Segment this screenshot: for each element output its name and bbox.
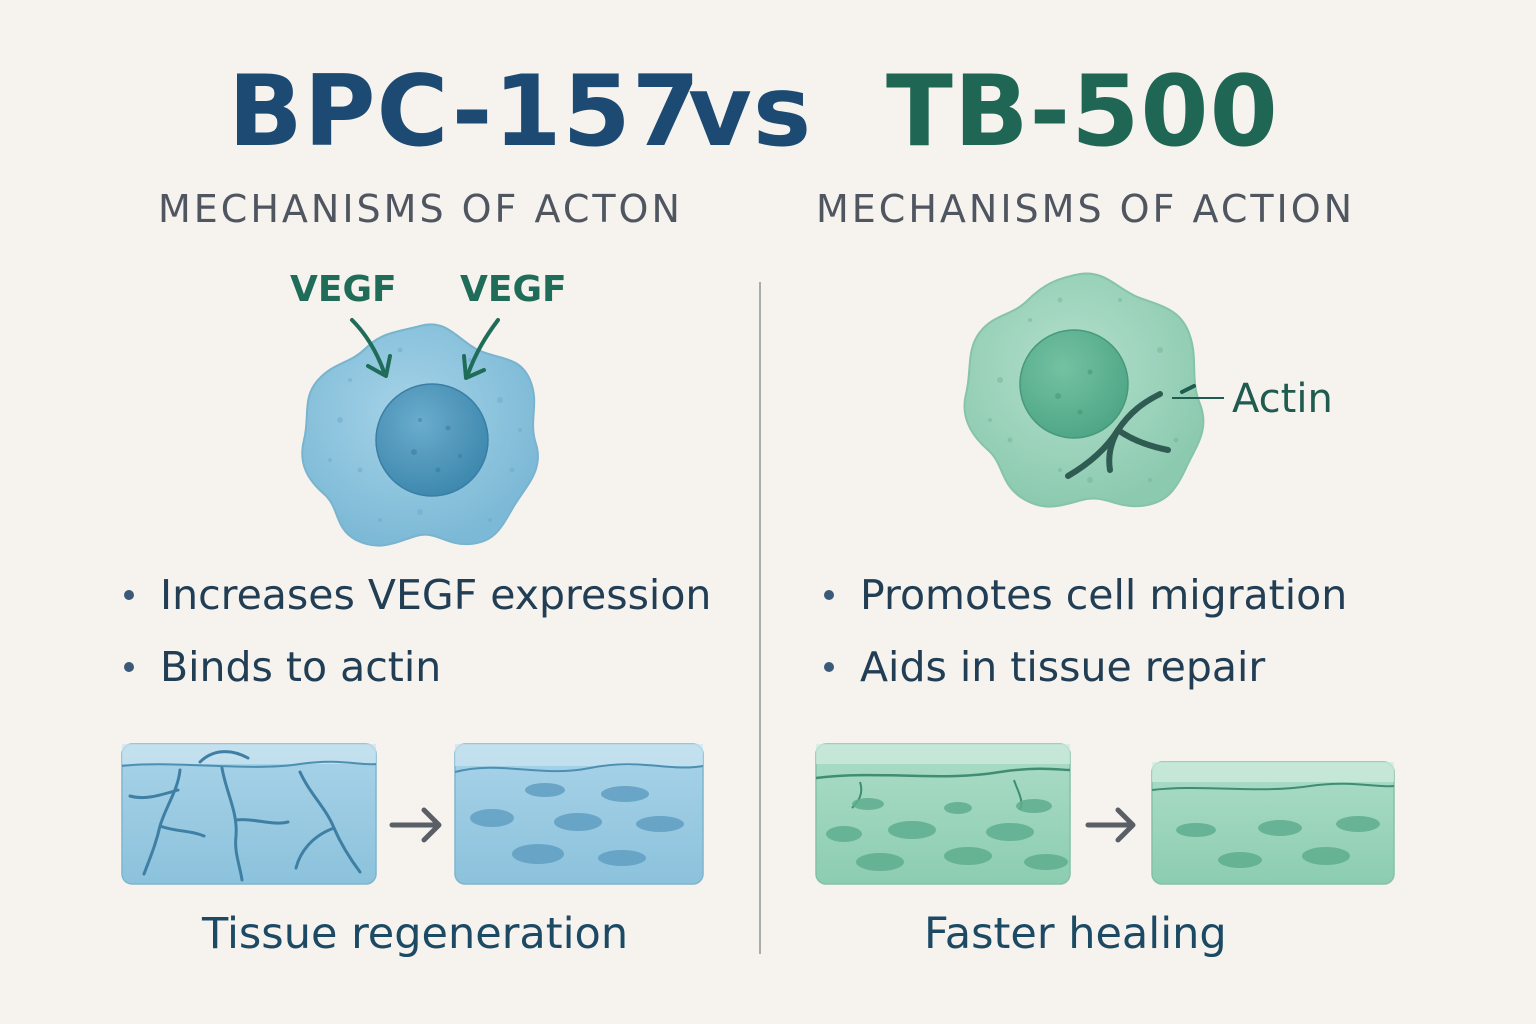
bullet-dot <box>824 590 834 600</box>
bpc157-bullet-1: Increases VEGF expression <box>124 570 712 620</box>
arrow-right-icon <box>389 807 442 843</box>
tb500-caption: Faster healing <box>924 909 1227 959</box>
title-bpc157: BPC-157 <box>228 55 701 169</box>
bullet-dot <box>824 662 834 672</box>
bpc157-cell <box>301 318 539 547</box>
vegf-arrow-left <box>350 318 386 374</box>
tb500-nucleus <box>1019 329 1129 439</box>
damaged-tissue-block <box>121 743 377 885</box>
bullet-dot <box>124 662 134 672</box>
tb500-bullet-1: Promotes cell migration <box>824 570 1348 620</box>
bullet-dot <box>124 590 134 600</box>
tb500-bullet-1-text: Promotes cell migration <box>860 571 1348 619</box>
right-subtitle: MECHANISMS OF ACTION <box>816 187 1356 231</box>
wound-tissue-block <box>815 743 1071 885</box>
regenerated-tissue-block <box>454 743 704 885</box>
tb500-bullet-2: Aids in tissue repair <box>824 642 1266 692</box>
center-divider <box>759 282 761 954</box>
bpc157-nucleus <box>375 383 489 497</box>
bpc157-bullet-2: Binds to actin <box>124 642 442 692</box>
bpc157-caption: Tissue regeneration <box>202 909 629 959</box>
left-subtitle: MECHANISMS OF ACTON <box>158 187 683 231</box>
vegf-label-right: VEGF <box>460 269 567 310</box>
bpc157-bullet-2-text: Binds to actin <box>160 643 442 691</box>
vegf-label-left: VEGF <box>290 269 397 310</box>
actin-label: Actin <box>1232 376 1333 422</box>
title-vs: vs <box>688 55 813 169</box>
healed-tissue-block <box>1151 761 1395 885</box>
tb500-bullet-2-text: Aids in tissue repair <box>860 643 1266 691</box>
actin-filament <box>1065 391 1171 479</box>
title-tb500: TB-500 <box>886 55 1279 169</box>
tb500-cell <box>963 272 1224 508</box>
bpc157-bullet-1-text: Increases VEGF expression <box>160 571 712 619</box>
arrow-right-icon <box>1085 807 1136 843</box>
vegf-arrow-right <box>466 318 500 376</box>
main-title: BPC-157 vs TB-500 <box>0 52 1536 172</box>
